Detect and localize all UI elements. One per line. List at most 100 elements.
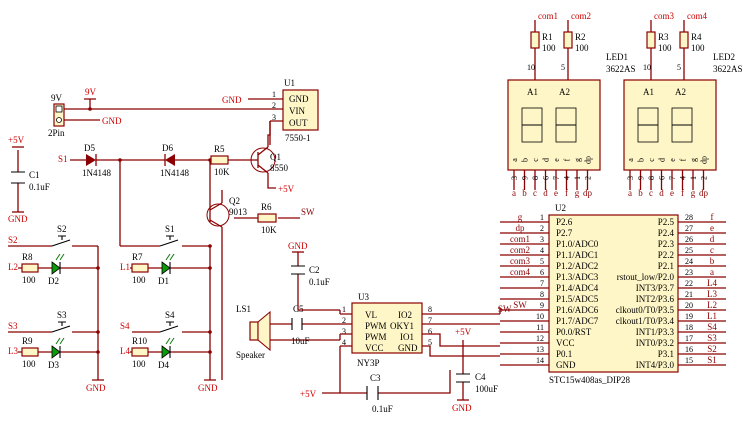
u3-pin-io2: IO2 xyxy=(398,310,412,320)
u2-pin-19-num: 19 xyxy=(685,312,693,321)
d3-ref: D3 xyxy=(48,360,59,370)
led-d2: D2 xyxy=(48,253,65,286)
u2-net-27: e xyxy=(710,223,714,233)
led2-segnet-g: g xyxy=(691,188,696,198)
resistor-r5: R5 10K xyxy=(210,144,230,177)
u2-pin-11-name: P0.0/RST xyxy=(556,327,592,337)
d5-part: 1N4148 xyxy=(82,168,111,178)
u2-net-28: f xyxy=(711,212,714,222)
led-d1: D1 xyxy=(158,253,175,286)
u2-net-2: dp xyxy=(516,223,526,233)
led2-segnet-a: a xyxy=(628,188,632,198)
q2-ref: Q2 xyxy=(229,196,240,206)
c2-ref: C2 xyxy=(309,265,320,275)
led1-seg-a: a xyxy=(510,158,519,162)
u2-net-25: c xyxy=(710,245,714,255)
u2-pin-2-num: 2 xyxy=(540,224,544,233)
resistor-r9: R9 100 xyxy=(21,336,39,369)
u2-pin-23-num: 23 xyxy=(685,268,693,277)
led2-segnet-c: c xyxy=(649,188,653,198)
u2-part: STC15w408as_DIP28 xyxy=(549,375,631,385)
u2-net-4: com2 xyxy=(510,245,530,255)
jack-part: 2Pin xyxy=(48,128,65,138)
c1-vcc-label: +5V xyxy=(8,135,25,145)
u2-pin-12-name: VCC xyxy=(556,338,575,348)
d6-ref: D6 xyxy=(162,143,173,153)
led1-segnet-f: f xyxy=(565,188,568,198)
capacitor-c1: C1 0.1uF +5V GND xyxy=(8,135,50,224)
q1-vcc-label: +5V xyxy=(278,184,295,194)
r1-ref: R1 xyxy=(542,32,553,42)
resistor-r6: R6 10K xyxy=(257,202,277,235)
led2-segnet-dp: dp xyxy=(699,188,709,198)
q2-part: 9013 xyxy=(229,207,248,217)
r3-value: 100 xyxy=(658,43,672,53)
q1-ref: Q1 xyxy=(270,152,281,162)
s1-net-label: S1 xyxy=(58,154,68,164)
u3-pin-gnd: GND xyxy=(398,343,418,353)
u2-pin-7-name: P1.4/ADC4 xyxy=(556,283,599,293)
diode-d6: D6 1N4148 xyxy=(160,143,189,178)
led1-segnum-dp: 2 xyxy=(584,176,593,180)
led1-segnet-b: b xyxy=(522,188,527,198)
com3-label-top: com3 xyxy=(654,11,674,21)
led2-seg-dp: dp xyxy=(700,156,709,164)
u3-pin7-num: 7 xyxy=(428,316,432,325)
r4-ref: R4 xyxy=(691,32,702,42)
com2-label-top: com2 xyxy=(571,11,591,21)
s2-net-label: S2 xyxy=(8,235,18,245)
led2-seg-a: a xyxy=(626,158,635,162)
s3-net-label: S3 xyxy=(8,321,18,331)
u2-pin-22-name: INT3/P3.7 xyxy=(636,283,675,293)
u2-net-22: L4 xyxy=(707,278,717,288)
led2-seg-b: b xyxy=(637,158,646,162)
u1-pin-vin: VIN xyxy=(289,106,305,116)
c2-gnd-label: GND xyxy=(288,241,308,251)
led2-segnum-f: 4 xyxy=(679,176,688,180)
r10-value: 100 xyxy=(132,359,146,369)
u2-net-17: S3 xyxy=(707,333,717,343)
c4-ref: C4 xyxy=(475,372,486,382)
pushbutton-s3: S3 xyxy=(51,310,71,333)
mcu-u2: U2 STC15w408as_DIP28 P2.61gP2.72dpP1.0/A… xyxy=(500,203,726,385)
u2-pin-26-num: 26 xyxy=(685,235,693,244)
display-led2: LED2 3622AS A1 A2 a3ab9bc8cd6de7ef4fg1gd… xyxy=(623,52,743,198)
u2-net-20: L2 xyxy=(707,300,717,310)
led2-seg-e: e xyxy=(668,158,677,162)
led1-seg-g: g xyxy=(573,158,582,162)
led2-segnum-dp: 2 xyxy=(700,176,709,180)
capacitor-c4: C4 100uF GND +5V xyxy=(452,327,498,413)
u2-net-9: SW xyxy=(513,300,527,310)
u2-pin-13-name: P0.1 xyxy=(556,349,572,359)
u2-pin-8-num: 8 xyxy=(540,290,544,299)
u3-pin3-num: 3 xyxy=(342,327,346,336)
u2-pin-14-name: GND xyxy=(556,360,576,370)
u2-net-5: com3 xyxy=(510,256,530,266)
led1-segnet-d: d xyxy=(543,188,548,198)
led1-seg-e: e xyxy=(552,158,561,162)
u3-pin-pwm1: PWM xyxy=(365,321,387,331)
u2-pin-3-name: P1.0/ADC0 xyxy=(556,239,599,249)
u2-pin-5-name: P1.2/ADC2 xyxy=(556,261,598,271)
l2-net-label: L2 xyxy=(8,262,18,272)
u2-pin-17-name: INT0/P3.2 xyxy=(636,338,674,348)
led2-segnet-e: e xyxy=(670,188,674,198)
led2-seg-d: d xyxy=(658,158,667,162)
transistor-q2: Q2 9013 xyxy=(206,196,248,228)
led1-segnet-a: a xyxy=(512,188,516,198)
c2-value: 0.1uF xyxy=(309,277,330,287)
u2-pin-18-num: 18 xyxy=(685,323,693,332)
u2-pin-12-num: 12 xyxy=(536,334,544,343)
u2-net-6: com4 xyxy=(510,267,530,277)
led1-digit-a2: A2 xyxy=(559,87,570,97)
d6-part: 1N4148 xyxy=(160,168,189,178)
led2-digit-a1: A1 xyxy=(643,87,654,97)
jack-ref: 9V xyxy=(51,93,63,103)
gnd-label-mid: GND xyxy=(198,383,218,393)
pushbutton-s1: S1 xyxy=(159,224,179,247)
l3-net-label: L3 xyxy=(8,346,18,356)
display-led1: LED1 3622AS A1 A2 a3ab9bc8cd6de7ef4fg1gd… xyxy=(507,52,636,198)
u2-pin-9-num: 9 xyxy=(540,301,544,310)
resistor-r3: R3 100 com3 10 xyxy=(643,11,674,80)
